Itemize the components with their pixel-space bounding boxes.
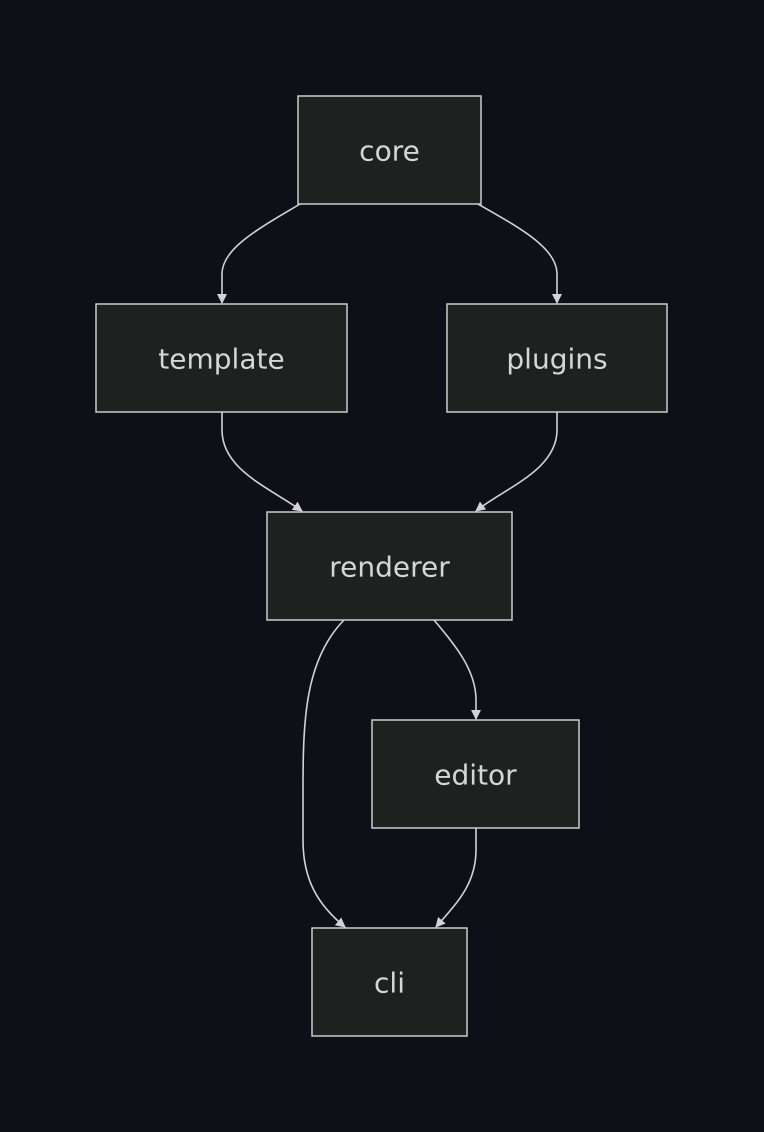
node-cli: cli [311,927,468,1037]
node-core-label: core [359,135,420,168]
edge-renderer-editor [433,619,481,720]
node-template-label: template [158,343,284,376]
node-template: template [95,303,348,413]
edge-renderer-cli [302,619,346,928]
node-editor-label: editor [434,759,517,792]
node-cli-label: cli [374,967,405,1000]
node-editor: editor [371,719,580,829]
node-template-box [95,303,348,413]
node-editor-box [371,719,580,829]
edge-template-renderer [221,412,303,512]
node-core-box [297,95,482,205]
edge-core-plugins [477,203,562,304]
node-renderer-label: renderer [329,551,450,584]
edge-core-template [217,203,301,304]
edge-plugins-renderer [475,412,558,512]
node-plugins-label: plugins [506,343,607,376]
node-renderer: renderer [266,511,513,621]
edges [217,203,562,928]
node-core: core [297,95,482,205]
node-cli-box [311,927,468,1037]
edge-editor-cli [435,828,477,928]
node-plugins: plugins [446,303,668,413]
node-plugins-box [446,303,668,413]
node-renderer-box [266,511,513,621]
